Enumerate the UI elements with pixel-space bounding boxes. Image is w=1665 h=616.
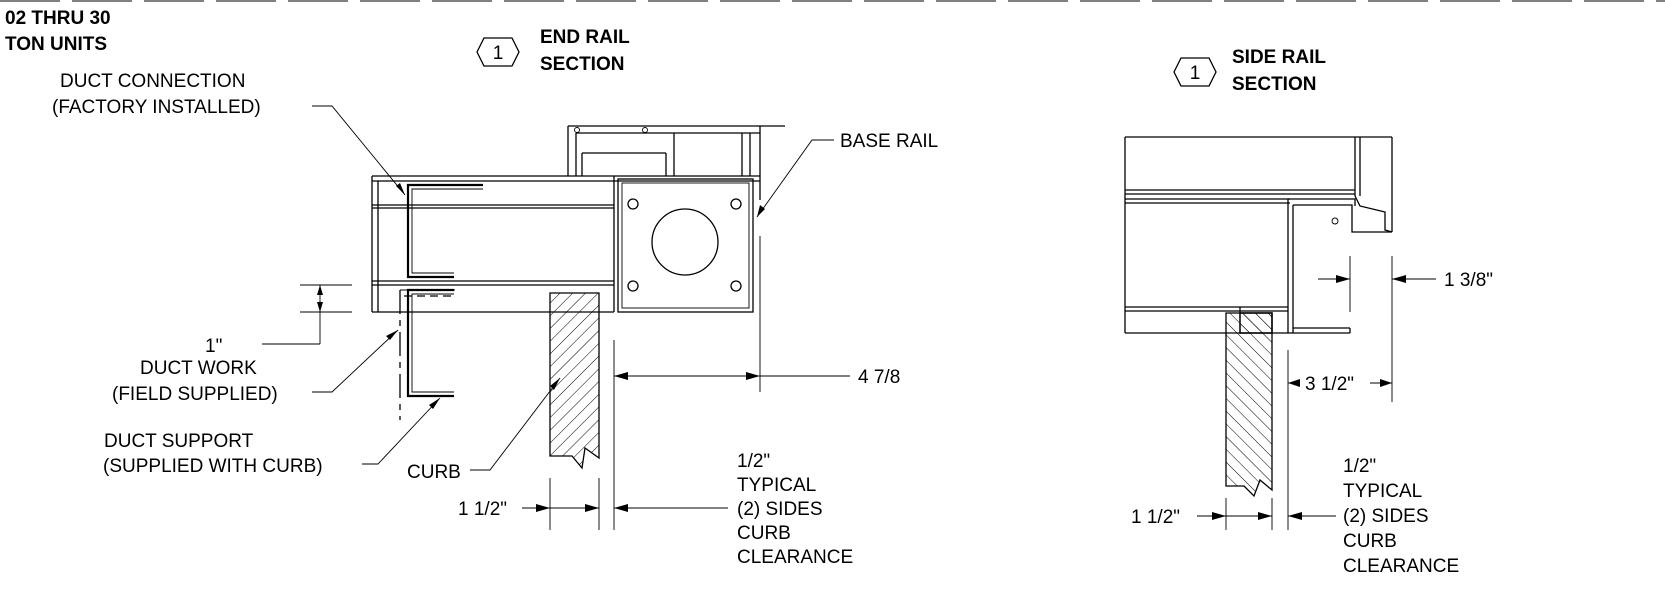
gap-1-inch-label: 1": [205, 336, 222, 357]
leader-duct-work: [312, 329, 399, 393]
unit-housing-top: [567, 125, 785, 200]
clearance-label-line4: CURB: [737, 523, 791, 544]
dimension-1-3-8: [1318, 256, 1436, 402]
side-clearance-label-line4: CURB: [1343, 531, 1397, 552]
leader-duct-support: [362, 397, 441, 465]
duct-connection-channel: [406, 183, 483, 279]
curb-width-label: 1 1/2": [458, 499, 507, 520]
base-rail-label: BASE RAIL: [840, 131, 938, 152]
end-rail-title-line2: SECTION: [540, 54, 624, 75]
duct-work-label-line2: (FIELD SUPPLIED): [112, 384, 278, 405]
dimension-1-3-8-label: 1 3/8": [1444, 270, 1493, 291]
curb-section: [549, 292, 600, 470]
leader-curb: [470, 377, 561, 471]
base-rail-body: [371, 175, 760, 313]
side-clearance-label-line3: (2) SIDES: [1343, 506, 1429, 527]
side-rail-title-line2: SECTION: [1232, 74, 1316, 95]
side-rail-marker-number: 1: [1190, 63, 1201, 84]
end-rail-section: 1" 4 7/8 1 1/2": [205, 105, 900, 530]
side-rail-title-line1: SIDE RAIL: [1232, 47, 1326, 68]
end-rail-title: 1 END RAIL SECTION: [476, 27, 630, 75]
section-marker-hexagon: [476, 37, 520, 67]
side-rail-section: 1 3/8" 3 1/2" 1 1/2": [1124, 136, 1493, 530]
end-rail-marker-number: 1: [493, 43, 504, 64]
side-clearance-label-line2: TYPICAL: [1343, 481, 1422, 502]
dimension-3-1-2: [1287, 350, 1392, 530]
lifting-hole: [651, 208, 719, 276]
dimension-side-curb-1-1-2: [1197, 498, 1336, 530]
clearance-label-line1: 1/2": [737, 451, 770, 472]
clearance-label-line3: (2) SIDES: [737, 499, 823, 520]
leader-base-rail: [756, 139, 834, 218]
duct-support-label-line1: DUCT SUPPORT: [104, 431, 254, 452]
section-marker-hexagon: [1173, 57, 1217, 87]
dimension-3-1-2-label: 3 1/2": [1305, 374, 1354, 395]
units-title-line1: 02 THRU 30: [5, 8, 111, 29]
base-rail-corner-plate: [617, 178, 754, 313]
duct-support-channel: [406, 288, 454, 398]
clearance-label-line2: TYPICAL: [737, 475, 816, 496]
duct-connection-label-line2: (FACTORY INSTALLED): [52, 97, 261, 118]
duct-work-label-line1: DUCT WORK: [140, 358, 257, 379]
clearance-label-line5: CLEARANCE: [737, 547, 853, 568]
units-title-line2: TON UNITS: [5, 34, 107, 55]
dimension-4-7-8-label: 4 7/8: [858, 367, 900, 388]
side-curb-width-label: 1 1/2": [1131, 507, 1180, 528]
curb-label: CURB: [407, 462, 461, 483]
dimension-curb-1-1-2: [522, 478, 728, 530]
duct-support-label-line2: (SUPPLIED WITH CURB): [103, 456, 323, 477]
side-clearance-label-line1: 1/2": [1343, 456, 1376, 477]
side-clearance-label-line5: CLEARANCE: [1343, 556, 1459, 577]
leader-duct-connection: [312, 105, 406, 196]
side-rail-title: 1 SIDE RAIL SECTION: [1173, 47, 1326, 95]
duct-connection-label-line1: DUCT CONNECTION: [60, 71, 245, 92]
dimension-1-inch: [262, 284, 352, 345]
end-rail-title-line1: END RAIL: [540, 27, 630, 48]
dimension-4-7-8: [613, 236, 850, 530]
side-curb-section: [1225, 312, 1273, 498]
